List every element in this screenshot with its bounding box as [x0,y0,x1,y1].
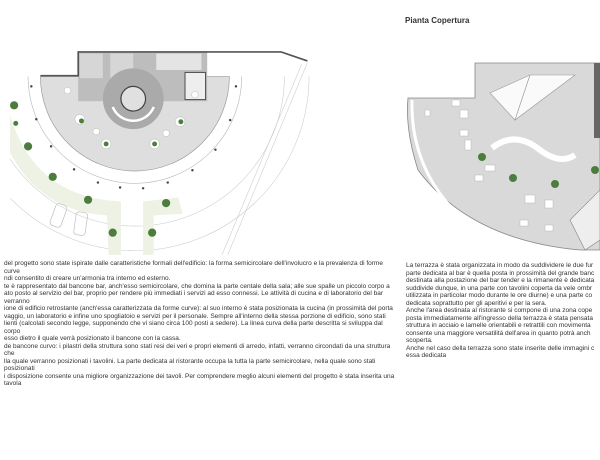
stairs [569,189,600,251]
garden-strip [10,114,121,255]
text-line: del progetto sono state ispirate dalle c… [4,260,383,275]
roof-palms [478,153,599,188]
text-line: suddivide dunque, in una parte con tavol… [406,284,593,292]
columns [30,85,238,190]
text-line: Anche l'area destinata al ristorante si … [406,307,593,314]
text-line: lienti (calcolati secondo legge, suppone… [4,320,383,335]
text-line: parte dedicata al bar è quella posta in … [406,269,595,277]
palm-trees [10,101,184,237]
text-line: ndi consentito di creare un'armonia tra … [4,275,171,282]
text-line: lla quale verranno posizionati i tavolin… [4,357,376,373]
text-line: posta immediatamente all'ingresso della … [406,314,593,322]
text-line: destinata alla postazione del bar tender… [406,277,595,284]
shade-sails [489,74,576,121]
text-line: dedicata soprattutto per gli aperitivi e… [406,299,547,307]
text-line: vaggio, un laboratorio e infine uno spog… [4,312,386,320]
text-line: Anche nel caso della terrazza sono state… [406,344,595,352]
text-line: struttura in acciaio e lamelle orientabi… [406,322,591,329]
text-line: essa dedicata [406,352,447,359]
text-line: consente una maggiore versatilità dell'a… [406,329,591,337]
parked-cars [49,203,88,236]
roof-terrace-plan [407,62,600,251]
text-line: utilizzata in particolar modo durante le… [406,292,593,299]
text-line: scoperta. [406,337,433,344]
roof-plan-title: Pianta Copertura [405,16,470,25]
text-line: La terrazza è stata organizzata in modo … [406,262,594,269]
text-line: i disposizione consente una migliore org… [4,372,395,388]
curved-bench [490,136,577,162]
roof-description: La terrazza è stata organizzata in modo … [406,262,598,360]
text-line: esso dietro il quale verrà posizionato i… [4,335,181,342]
ground-floor-plan [10,51,310,255]
text-line: de bancone curvo: i pilastri della strut… [4,342,391,358]
text-line: te è rappresentato dal bancone bar, anch… [4,282,390,290]
ground-floor-description: del progetto sono state ispirate dalle c… [4,260,396,388]
text-line: ione di edificio retrostante (anch'essa … [4,305,393,312]
text-line: ato posto al servizio del bar, proprio p… [4,290,384,305]
